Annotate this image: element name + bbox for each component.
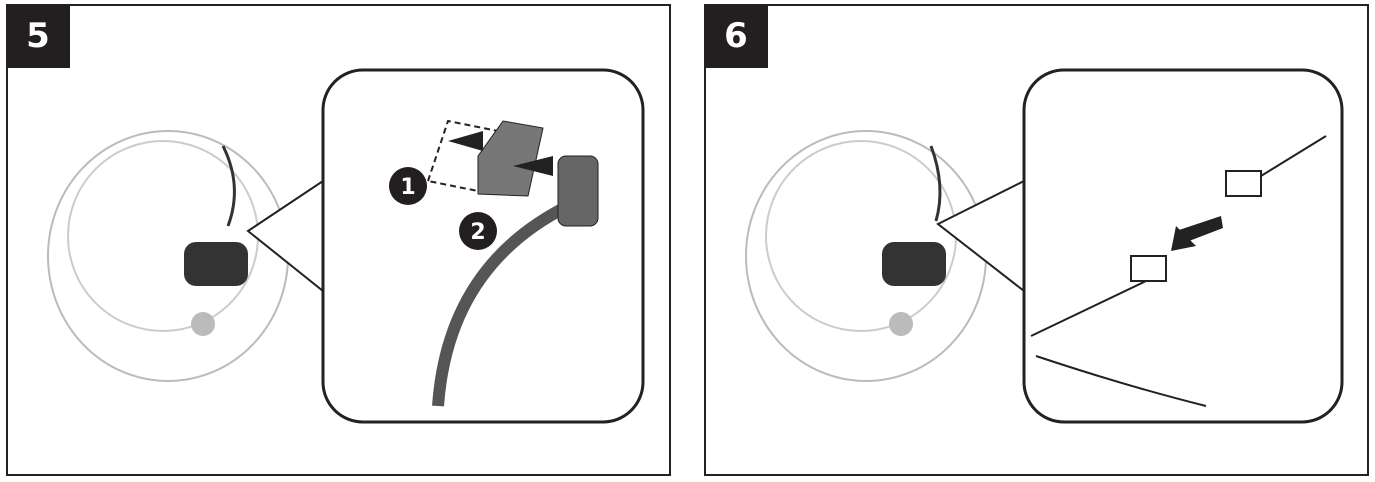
step-6-panel: 6 [704,4,1369,476]
callout-1: 1 [400,175,415,200]
cable-connect-illustration [745,68,1344,424]
step-number: 5 [6,4,70,68]
step-5-panel: 5 1 2 [6,4,671,476]
helmet-mic-install-illustration: 1 2 [47,68,645,424]
callout-2: 2 [470,220,485,245]
step-number: 6 [704,4,768,68]
